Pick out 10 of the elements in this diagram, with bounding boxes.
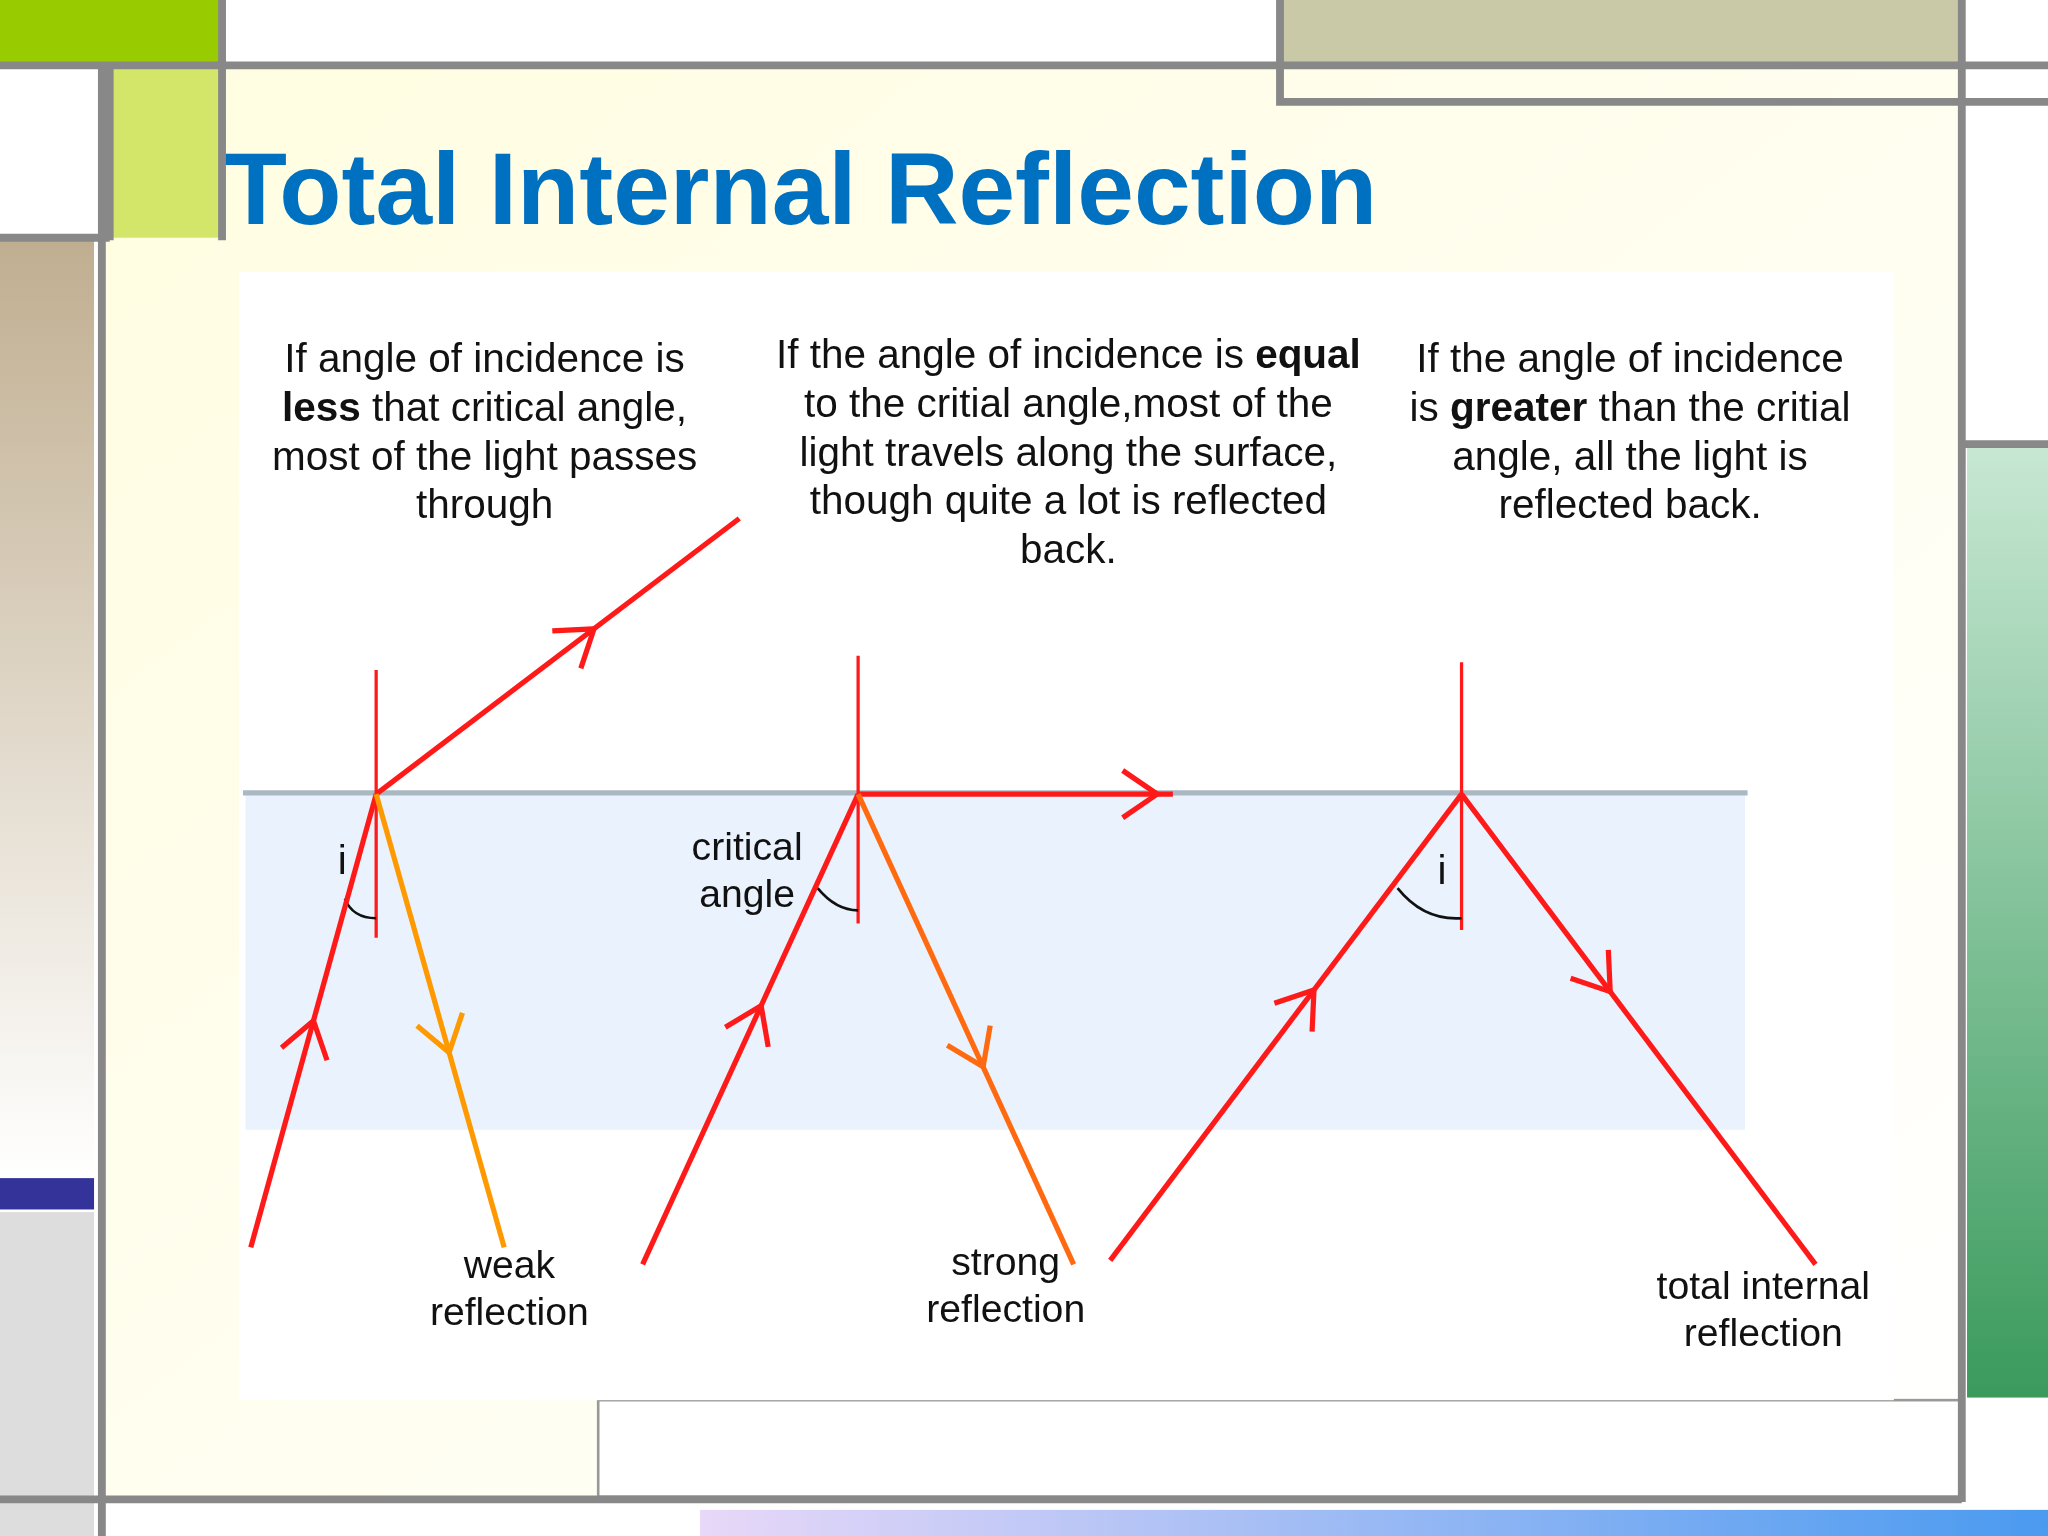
slide-title: Total Internal Reflection: [224, 131, 1379, 248]
ray-label: total internal reflection: [1655, 1262, 1871, 1356]
angle-label: critical angle: [690, 823, 804, 917]
description-text: If the angle of incidence is equal to the critial angle,most of the light travels along the surface, though quite a lot is reflected back.: [774, 330, 1362, 574]
ray-label: weak reflection: [428, 1241, 590, 1335]
ray-label: strong reflection: [925, 1239, 1087, 1333]
angle-label: i: [1436, 846, 1448, 895]
description-text: If the angle of incidence is greater than the critial angle, all the light is reflected back.: [1408, 334, 1852, 529]
description-text: If angle of incidence is less that critical angle, most of the light passes through: [271, 334, 699, 529]
angle-label: i: [336, 835, 348, 885]
